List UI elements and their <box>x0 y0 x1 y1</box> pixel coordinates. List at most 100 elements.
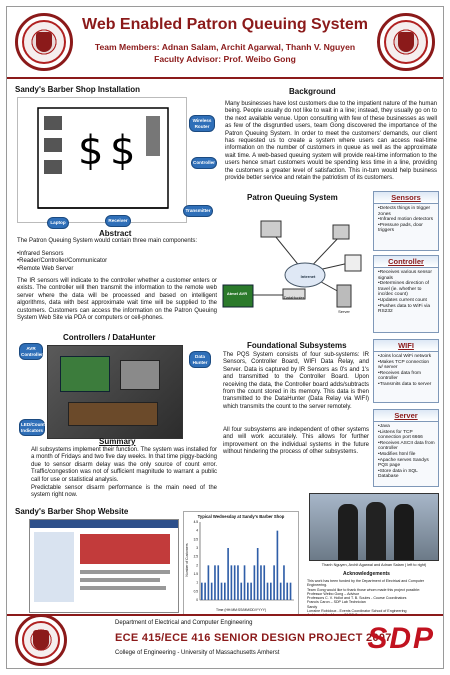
abstract-intro: The Patron Queuing System would contain … <box>17 238 198 244</box>
chart-bar <box>289 582 292 600</box>
ack-line: Sandy <box>307 604 318 609</box>
chart-bar <box>260 565 262 600</box>
chart-bar <box>207 565 210 600</box>
summary-body2: Predictable sensor disarm performance is… <box>31 485 217 499</box>
ack-line: Team Gong would like to thank those whom… <box>307 587 421 592</box>
wifi-box: WIFI Joins local WiFi network Makes TCP … <box>373 339 439 403</box>
chart-bar <box>201 582 203 600</box>
controller-item: Pushes data to WiFi via RS232 <box>378 304 435 315</box>
umass-seal-right <box>377 13 435 71</box>
server-heading: Server <box>374 410 438 422</box>
ack-line: Francis Caron – SDP Lab Technician <box>307 600 366 605</box>
chart-svg: 00.511.522.533.544.5 <box>194 520 294 602</box>
chart-ytick: 4 <box>196 529 198 533</box>
chart-bar <box>256 548 259 600</box>
server-item: Store data in SQL Database <box>378 469 435 480</box>
server-list: Java Listens for TCP connection port 666… <box>378 424 435 480</box>
chart-bar <box>220 582 223 600</box>
callout-data-hunter: Data Hunter <box>189 351 211 368</box>
callout-controller: Controller <box>191 157 217 169</box>
sensors-box: Sensors Detects things in trigger zones … <box>373 191 439 251</box>
chart-bar <box>240 582 243 600</box>
chart-bar <box>283 565 285 600</box>
server-item: Receives ASCII data from controller <box>378 441 435 452</box>
chart-bar <box>250 582 252 600</box>
callout-led-count: LED/Count Indicators <box>19 419 45 436</box>
controller-item: Receives various sensor signals <box>378 270 435 281</box>
sensors-heading: Sensors <box>374 192 438 204</box>
chart-bar <box>237 565 239 600</box>
chart-ytick: 1.5 <box>194 572 199 576</box>
footer-college: College of Engineering - University of M… <box>115 650 280 656</box>
chart-bar <box>263 565 266 600</box>
wifi-item: Joins local WiFi network <box>378 354 435 360</box>
controller-item: Determines direction of travel (ie. whet… <box>378 281 435 298</box>
footer-department: Department of Electrical and Computer En… <box>115 620 253 626</box>
chart-ytick: 2.5 <box>194 555 199 559</box>
wifi-item: Receives data from controller <box>378 371 435 382</box>
chart-ytick: 3.5 <box>194 537 199 541</box>
sensors-list: Detects things in trigger zones Infrared… <box>378 206 435 234</box>
chart-ytick: 0.5 <box>194 589 199 593</box>
ack-line: Lorraine Robidoux - Events Coordinator S… <box>307 609 407 614</box>
server-item: Modifies html file <box>378 452 435 458</box>
footer-course: ECE 415/ECE 416 SENIOR DESIGN PROJECT 20… <box>115 632 392 644</box>
callout-laptop: Laptop <box>47 217 69 229</box>
abstract-item-sensors: Infrared Sensors <box>19 251 64 257</box>
subsystems-heading: Foundational Subsystems <box>247 341 347 350</box>
chart-bar <box>227 548 229 600</box>
server-item: Apache serves Sandys PQS page <box>378 458 435 469</box>
callout-transmitter: Transmitter <box>183 205 213 217</box>
abstract-list: •Infrared Sensors •Reader/Controller/Com… <box>17 251 108 272</box>
wifi-item: Transmits data to server <box>378 382 435 388</box>
website-screenshot <box>29 519 179 613</box>
team-photo-caption: Thanh Nguyen, Archit Agarwal and Adnan S… <box>321 563 427 567</box>
server-box: Server Java Listens for TCP connection p… <box>373 409 439 487</box>
team-photo <box>309 493 439 561</box>
wifi-item: Makes TCP connection w/ server <box>378 360 435 371</box>
background-text: Many businesses have lost customers due … <box>225 101 437 182</box>
chart-bar <box>276 530 279 600</box>
chart-bar <box>286 582 289 600</box>
chart-bar <box>266 582 269 600</box>
system-diagram <box>221 207 369 319</box>
chart-bar <box>273 565 275 600</box>
acknowledgements-heading: Acknowledgements <box>343 571 390 577</box>
controller-board-photo <box>47 345 183 439</box>
abstract-heading: Abstract <box>99 229 132 238</box>
chart-ytick: 4.5 <box>194 520 199 524</box>
svg-text:$: $ <box>110 128 135 174</box>
wednesday-chart: Typical Wednesday at Sandy's Barber Shop… <box>183 511 299 615</box>
controller-box: Controller Receives various sensor signa… <box>373 255 439 333</box>
sensors-item: Pressure pads, door triggers <box>378 223 435 234</box>
sdp-logo: SDP <box>367 622 435 655</box>
background-heading: Background <box>289 87 336 96</box>
footer-seal <box>15 614 67 666</box>
umass-seal-left <box>15 13 73 71</box>
floor-plan-drawing: $ $ <box>37 107 169 209</box>
poster-title: Web Enabled Patron Queuing System <box>82 16 368 33</box>
chart-xlabel: Time (HH:MM:SS/MM/DD/YYYY) <box>216 608 266 612</box>
chart-ytick: 3 <box>196 546 198 550</box>
website-heading: Sandy's Barber Shop Website <box>15 507 129 516</box>
chart-axes <box>199 522 294 601</box>
poster: Web Enabled Patron Queuing System Team M… <box>6 6 444 669</box>
callout-avr-controller: AVR Controller <box>19 343 43 360</box>
controller-heading: Controller <box>374 256 438 268</box>
chart-bar <box>217 565 220 600</box>
abstract-item-server: Remote Web Server <box>19 265 74 272</box>
chart-ytick: 2 <box>196 563 198 567</box>
chart-bar <box>214 565 216 600</box>
subsystems-body: The PQS System consists of four sub-syst… <box>223 352 369 410</box>
footer: Department of Electrical and Computer En… <box>7 614 443 668</box>
chart-ytick: 1 <box>196 581 198 585</box>
wifi-heading: WIFI <box>374 340 438 352</box>
chart-bar <box>253 565 256 600</box>
system-diagram-svg <box>222 220 362 308</box>
ack-line: Professors C. V. Hollot and T. B. Soules… <box>307 596 407 601</box>
faculty-advisor: Faculty Advisor: Prof. Weibo Gong <box>154 54 296 64</box>
chart-bar <box>210 582 213 600</box>
installation-heading: Sandy's Barber Shop Installation <box>15 85 141 94</box>
node-server: Server <box>338 309 350 314</box>
header-banner: Web Enabled Patron Queuing System Team M… <box>7 7 443 79</box>
